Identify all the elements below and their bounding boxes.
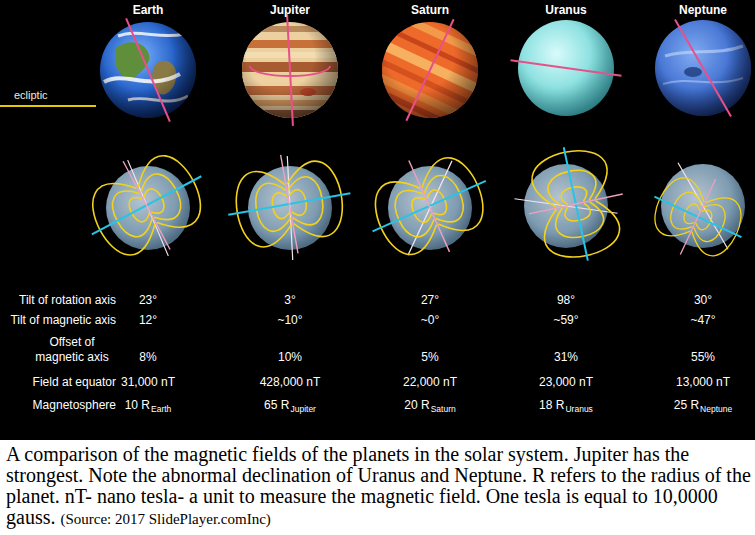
planet-illustration (0, 0, 755, 440)
caption-block: A comparison of the magnetic fields of t… (6, 444, 751, 530)
uranus-field (515, 137, 635, 270)
table-value: 18 R (539, 398, 564, 412)
planet-name: Uranus (545, 3, 586, 18)
saturn-field (352, 135, 506, 277)
radius-subscript: Neptune (700, 404, 732, 414)
table-value: 31,000 nT (121, 375, 175, 390)
row-heading: Tilt of magnetic axis (10, 313, 116, 328)
row-heading: Magnetosphere (33, 398, 116, 413)
table-value: 22,000 nT (403, 375, 457, 390)
radius-subscript: Earth (151, 404, 171, 414)
table-value: 5% (421, 350, 438, 365)
magnetosphere-value: 65 RJupiter (264, 398, 316, 417)
table-value: 25 R (674, 398, 699, 412)
ecliptic-line (0, 105, 96, 107)
earth-field (68, 132, 224, 279)
table-value: 27° (421, 293, 439, 308)
table-value: 98° (557, 293, 575, 308)
rotation-axis (406, 19, 453, 121)
neptune-disk (655, 20, 751, 116)
table-value: 20 R (404, 398, 429, 412)
radius-subscript: Saturn (431, 404, 456, 414)
saturn-globe (348, 4, 510, 139)
table-value: 8% (139, 350, 156, 365)
planet-name: Earth (133, 3, 164, 18)
rotation-axis (287, 14, 293, 126)
magnetosphere-value: 25 RNeptune (674, 398, 733, 417)
table-value: ~0° (421, 313, 439, 328)
magnetosphere-value: 10 REarth (125, 398, 172, 417)
row-heading: Tilt of rotation axis (19, 293, 116, 308)
table-value: ~59° (553, 313, 578, 328)
row-heading: Offset of magnetic axis (30, 335, 114, 365)
magnetosphere-value: 20 RSaturn (404, 398, 455, 417)
table-value: 10 R (125, 398, 150, 412)
ecliptic-label: ecliptic (14, 88, 48, 103)
planet-name: Jupiter (270, 3, 310, 18)
jupiter-globe (242, 14, 338, 126)
table-value: 30° (694, 293, 712, 308)
radius-subscript: Uranus (565, 404, 592, 414)
saturn-bands (348, 4, 510, 139)
uranus-globe (511, 20, 622, 116)
table-value: ~10° (277, 313, 302, 328)
rotation-axis (511, 60, 622, 76)
table-value: 13,000 nT (676, 375, 730, 390)
magnetosphere-value: 18 RUranus (539, 398, 593, 417)
neptune-field (637, 159, 755, 275)
table-value: 65 R (264, 398, 289, 412)
rotation-axis (126, 18, 170, 121)
source-note: (Source: 2017 SlidePlayer.comInc) (60, 511, 270, 527)
neptune-globe (655, 20, 751, 117)
earth-globe (100, 18, 196, 121)
table-value: 3° (284, 293, 295, 308)
jupiter-field (220, 144, 359, 264)
table-value: 23° (139, 293, 157, 308)
black-panel (0, 0, 755, 440)
planet-name: Saturn (411, 3, 449, 18)
planet-name: Neptune (679, 3, 727, 18)
table-value: 55% (691, 350, 715, 365)
rotation-axis (675, 20, 731, 117)
table-value: 10% (278, 350, 302, 365)
table-value: ~47° (690, 313, 715, 328)
table-value: 12° (139, 313, 157, 328)
radius-subscript: Jupiter (290, 404, 316, 414)
table-value: 23,000 nT (539, 375, 593, 390)
row-heading: Field at equator (33, 375, 116, 390)
table-value: 31% (554, 350, 578, 365)
table-value: 428,000 nT (260, 375, 321, 390)
